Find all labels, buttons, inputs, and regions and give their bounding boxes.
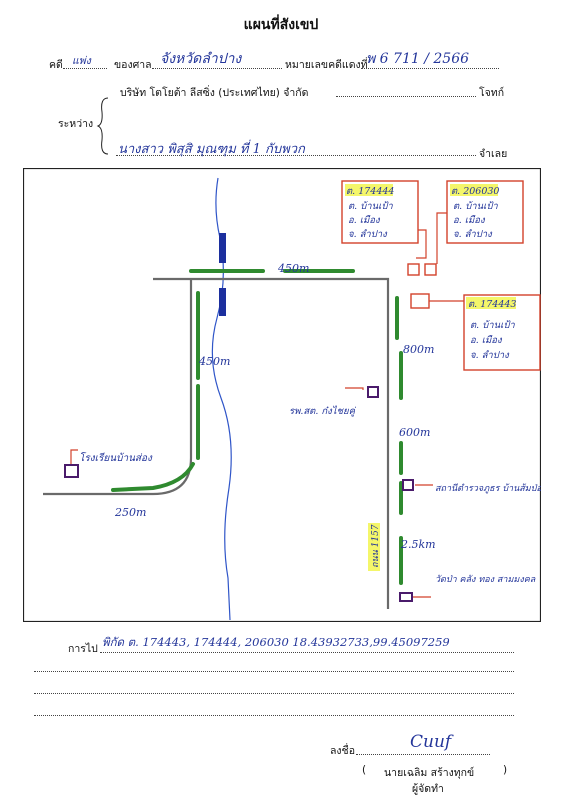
sketch-map: 450m 450m 250m 800m 600m 2.5km ถนน 1157 … — [23, 168, 541, 622]
bridge-north — [219, 233, 226, 263]
parcel-1-province: จ. ลำปาง — [348, 229, 388, 240]
parcel-1-plot — [407, 263, 420, 276]
name-paren-open: ( — [362, 764, 367, 776]
office-marker — [402, 479, 414, 491]
defendant: นางสาว พิสุสิ มุณฑุม ที่ 1 กับพวก — [118, 142, 305, 157]
black-case-number: พ 6 711 / 2566 — [366, 51, 470, 67]
label-road-top: 450m — [277, 262, 309, 275]
court-label: ของศาล — [114, 59, 152, 71]
label-road-right-1: 800m — [403, 343, 434, 356]
parcel-1-district: อ. เมือง — [348, 215, 381, 226]
map-frame — [23, 168, 541, 622]
plaintiff: บริษัท โตโยต้า ลีสซิ่ง (ประเทศไทย) จำกัด — [120, 87, 309, 99]
parcel-3-deed: ต. 174443 — [468, 299, 516, 310]
parcel-3-province: จ. ลำปาง — [470, 350, 510, 361]
court-name: จังหวัดลำปาง — [160, 51, 242, 67]
label-road-left: 450m — [198, 355, 230, 368]
landmark-hospital: รพ.สต. ก๋งไชยคู่ — [289, 405, 357, 417]
defendant-role: จำเลย — [479, 148, 508, 160]
sign-label: ลงชื่อ — [330, 745, 355, 757]
label-road-right-3: 2.5km — [400, 538, 436, 551]
parcel-2-district: อ. เมือง — [453, 215, 486, 226]
case-label: คดี — [49, 59, 63, 71]
parcel-2-deed: ต. 206030 — [451, 186, 499, 197]
between-brace — [96, 97, 109, 155]
name-paren-close: ) — [503, 764, 508, 776]
parcel-box-3 — [463, 294, 541, 371]
parcel-box-2 — [446, 180, 524, 244]
parcel-1-highlight — [345, 184, 393, 196]
page-title: แผนที่สังเขป — [243, 17, 319, 33]
road-top-right — [153, 277, 390, 609]
signer-name: นายเฉลิม สร้างทุกข์ — [384, 767, 475, 779]
parcel-3-subdistrict: ต. บ้านเป้า — [470, 320, 515, 331]
parcel-1-deed: ต. 174444 — [346, 186, 394, 197]
parcel-3-district: อ. เมือง — [470, 335, 503, 346]
parcel-1-subdistrict: ต. บ้านเป้า — [348, 201, 393, 212]
parcel-box-1 — [341, 180, 419, 244]
bridge-south — [219, 288, 226, 316]
parcel-3-plot — [410, 293, 430, 309]
between-label: ระหว่าง — [58, 118, 94, 130]
temple-marker — [399, 592, 413, 602]
plaintiff-role: โจทก์ — [479, 87, 505, 99]
label-road-bottom-left: 250m — [114, 506, 146, 519]
black-case-label: หมายเลขคดีแดงที่ — [285, 59, 368, 71]
school-marker — [64, 464, 79, 478]
parcel-2-province: จ. ลำปาง — [453, 229, 493, 240]
directions-text: พิกัด ต. 174443, 174444, 206030 18.43932… — [102, 635, 450, 649]
parcel-2-highlight — [450, 184, 498, 196]
case-type: แพ่ง — [72, 55, 91, 67]
directions-label: การไป — [68, 643, 98, 655]
road-vertical-sign: ถนน 1157 — [371, 524, 381, 568]
parcel-2-subdistrict: ต. บ้านเป้า — [453, 201, 498, 212]
label-road-right-2: 600m — [399, 426, 430, 439]
road-left — [43, 279, 193, 496]
landmark-office-1: สถานีตำรวจภูธร บ้านส้มป่อย — [435, 483, 541, 494]
signer-role: ผู้จัดทำ — [412, 783, 444, 795]
hospital-marker — [367, 386, 379, 398]
signature-scribble: Cuuf — [410, 732, 452, 752]
green-bottom-left — [111, 462, 195, 492]
parcel-3-highlight — [466, 297, 516, 309]
landmark-temple: วัดป่า คลัง ทอง สามมงคล — [435, 574, 536, 585]
road-sign-highlight — [368, 523, 380, 571]
landmark-school: โรงเรียนบ้านส่อง — [79, 452, 153, 464]
parcel-2-plot — [424, 263, 437, 276]
